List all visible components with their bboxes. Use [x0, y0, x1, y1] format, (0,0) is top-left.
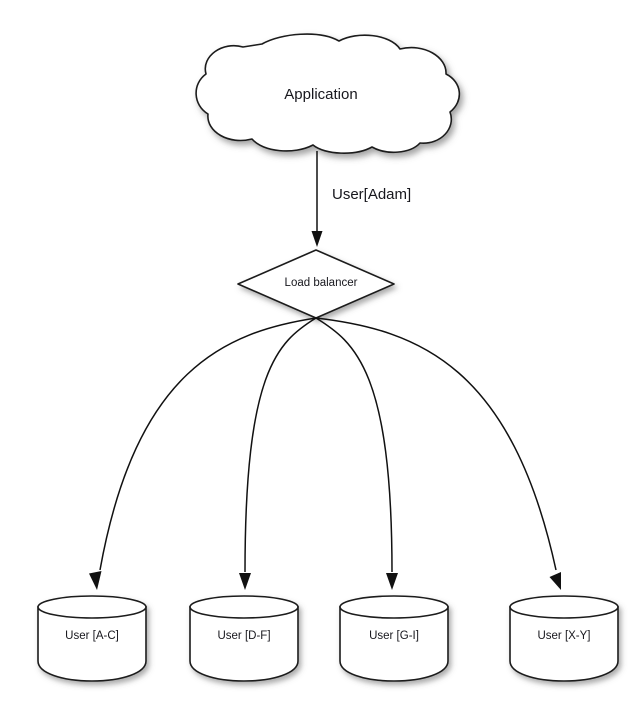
database-label-0: User [A-C] — [65, 630, 119, 642]
edge-lb-to-db-2[interactable] — [315, 317, 398, 590]
database-cylinder-1[interactable] — [189, 595, 299, 682]
load-balancer-label: Load balancer — [284, 277, 358, 289]
edge-label-user-adam: User[Adam] — [332, 186, 412, 203]
edge-lb-to-db-1[interactable] — [239, 317, 317, 590]
edge-lb-to-db-3[interactable] — [315, 317, 561, 590]
database-label-2: User [G-I] — [369, 630, 419, 642]
edge-app-to-lb[interactable] — [311, 151, 323, 247]
application-label: Application — [284, 86, 358, 103]
database-label-3: User [X-Y] — [537, 630, 591, 642]
edge-lb-to-db-0[interactable] — [89, 317, 317, 590]
database-label-1: User [D-F] — [217, 630, 271, 642]
application-cloud-shape[interactable] — [195, 33, 461, 154]
database-cylinder-0[interactable] — [37, 595, 147, 682]
database-cylinder-3[interactable] — [509, 595, 619, 682]
database-cylinder-2[interactable] — [339, 595, 449, 682]
